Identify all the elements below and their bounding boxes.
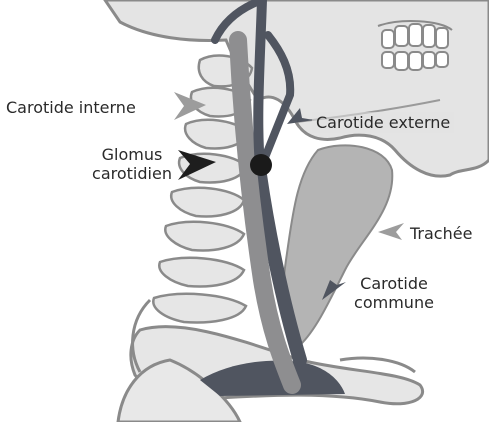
carotide-interne-vessel	[258, 0, 262, 165]
label-glomus-line2: carotidien	[86, 164, 178, 183]
label-trachee: Trachée	[410, 224, 472, 243]
label-carotide-commune-line1: Carotide	[348, 274, 440, 293]
label-carotide-commune: Carotide commune	[348, 274, 440, 312]
label-glomus-carotidien: Glomus carotidien	[86, 145, 178, 183]
label-glomus-line1: Glomus	[86, 145, 178, 164]
trachea-shape	[284, 145, 393, 345]
label-carotide-externe: Carotide externe	[312, 112, 454, 133]
arrow-trachee	[378, 223, 404, 240]
teeth	[382, 24, 448, 70]
label-carotide-interne: Carotide interne	[6, 98, 136, 117]
glomus-carotidien-dot	[250, 154, 272, 176]
label-carotide-commune-line2: commune	[348, 293, 440, 312]
